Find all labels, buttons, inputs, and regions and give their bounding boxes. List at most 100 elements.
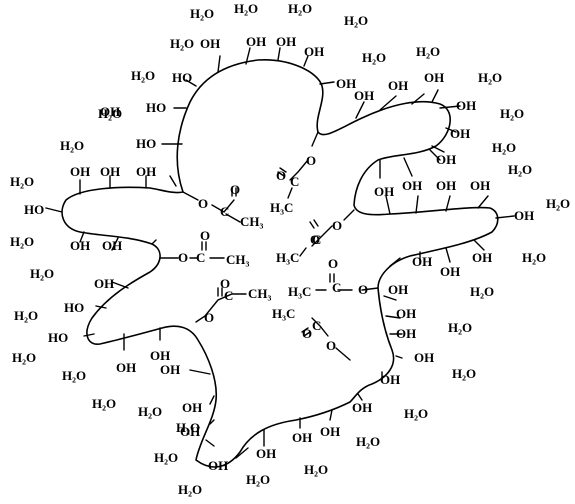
hydroxyl-group-label: OH bbox=[246, 34, 266, 49]
ester-oxygen-label: O bbox=[204, 310, 214, 325]
ester-bond-1-methyl bbox=[225, 213, 241, 223]
hydroxyl-group-label: OH bbox=[374, 184, 394, 199]
hydroxyl-group-label-left: HO bbox=[172, 70, 192, 85]
ester-bond-4-double bbox=[277, 167, 287, 177]
hydroxyl-group-label: OH bbox=[150, 348, 170, 363]
water-molecule-label: H₂O bbox=[362, 50, 386, 65]
water-molecule-label: H₂O bbox=[404, 406, 428, 421]
ester-oxygen-label: O bbox=[332, 218, 342, 233]
hydroxyl-group-label: OH bbox=[208, 458, 228, 473]
ester-bond-6-double bbox=[329, 273, 335, 283]
carbonyl-carbon-label: C bbox=[332, 280, 341, 295]
hydroxyl-group-label: OH bbox=[396, 306, 416, 321]
hydroxyl-group-label-left: HO bbox=[24, 202, 44, 217]
hydroxyl-group-label: OH bbox=[180, 424, 200, 439]
ester-oxygen-label: O bbox=[326, 338, 336, 353]
hydroxyl-group-label: OH bbox=[336, 76, 356, 91]
carbonyl-oxygen-label: O bbox=[200, 228, 210, 243]
hydroxyl-group-label-left: HO bbox=[136, 136, 156, 151]
ester-oxygen-label: O bbox=[178, 250, 188, 265]
hydroxyl-group-label: OH bbox=[94, 276, 114, 291]
ester-bond-5-double bbox=[309, 219, 319, 229]
hydroxyl-group-label-left: HO bbox=[146, 100, 166, 115]
hydroxyl-group-label: OH bbox=[436, 178, 456, 193]
hydroxyl-group-label: OH bbox=[70, 238, 90, 253]
water-molecule-label: H₂O bbox=[508, 162, 532, 177]
hydroxyl-group-label: OH bbox=[440, 264, 460, 279]
carbonyl-carbon-label: C bbox=[196, 250, 205, 265]
water-molecule-label: H₂O bbox=[470, 284, 494, 299]
water-molecule-label: H₂O bbox=[92, 396, 116, 411]
hydroxyl-group-label: OH bbox=[354, 88, 374, 103]
water-molecule-label: H₂O bbox=[12, 350, 36, 365]
methyl-group-label-left: H₃C bbox=[270, 200, 293, 215]
polymer-backbone-outline bbox=[61, 59, 499, 468]
water-molecule-label: H₂O bbox=[448, 320, 472, 335]
ester-bond-3 bbox=[195, 293, 247, 323]
water-molecule-label: H₂O bbox=[522, 250, 546, 265]
hydroxyl-group-label: OH bbox=[70, 164, 90, 179]
carbonyl-oxygen-label: O bbox=[220, 276, 230, 291]
water-molecule-label: H₂O bbox=[62, 368, 86, 383]
ester-bond-5 bbox=[311, 209, 355, 247]
water-molecule-label: H₂O bbox=[246, 472, 270, 487]
hydroxyl-group-label: OH bbox=[424, 70, 444, 85]
hydroxyl-group-label: OH bbox=[100, 104, 120, 119]
hydroxyl-group-label: OH bbox=[436, 152, 456, 167]
methyl-group-label-left: H₃C bbox=[276, 250, 299, 265]
hydroxyl-group-label: OH bbox=[256, 446, 276, 461]
hydroxyl-group-label-left: HO bbox=[64, 300, 84, 315]
ester-bond-6 bbox=[315, 287, 379, 291]
hydroxyl-group-label: OH bbox=[136, 164, 156, 179]
hydroxyl-group-label: OH bbox=[352, 400, 372, 415]
water-molecule-label: H₂O bbox=[452, 366, 476, 381]
water-molecule-label: H₂O bbox=[492, 140, 516, 155]
hydroxyl-group-label: OH bbox=[276, 34, 296, 49]
water-molecule-label: H₂O bbox=[30, 266, 54, 281]
hydroxyl-group-label: OH bbox=[472, 250, 492, 265]
water-molecule-label: H₂O bbox=[500, 106, 524, 121]
hydroxyl-group-label: OH bbox=[304, 44, 324, 59]
water-molecule-label: H₂O bbox=[416, 44, 440, 59]
water-molecule-label: H₂O bbox=[131, 68, 155, 83]
carbonyl-carbon-label: C bbox=[220, 204, 229, 219]
ester-bond-5-methyl bbox=[299, 247, 307, 257]
water-molecule-label: H₂O bbox=[98, 106, 122, 121]
carbonyl-carbon-label: C bbox=[312, 232, 321, 247]
hydroxyl-group-label: OH bbox=[470, 178, 490, 193]
carbonyl-oxygen-label: O bbox=[276, 168, 286, 183]
hydroxyl-group-label: OH bbox=[116, 360, 136, 375]
hydroxyl-bonds bbox=[45, 47, 515, 459]
hydroxyl-group-label: OH bbox=[100, 164, 120, 179]
water-molecule-label: H₂O bbox=[478, 70, 502, 85]
hydroxyl-group-label: OH bbox=[102, 238, 122, 253]
hydroxyl-group-label: OH bbox=[160, 362, 180, 377]
hydroxyl-group-label: OH bbox=[514, 208, 534, 223]
ester-bond-1b bbox=[211, 199, 235, 213]
water-molecule-label: H₂O bbox=[288, 1, 312, 16]
ester-bond-1 bbox=[182, 191, 199, 201]
methyl-group-label-left: H₃C bbox=[288, 284, 311, 299]
hydroxyl-group-label: OH bbox=[414, 350, 434, 365]
ester-bond-7 bbox=[311, 317, 351, 361]
ester-bond-4-methyl bbox=[287, 187, 293, 199]
hydroxyl-group-label: OH bbox=[456, 98, 476, 113]
ester-bond-1-double bbox=[231, 187, 237, 197]
water-molecule-label: H₂O bbox=[234, 1, 258, 16]
carbonyl-carbon-label: C bbox=[290, 174, 299, 189]
water-molecule-label: H₂O bbox=[344, 13, 368, 28]
hydroxyl-group-label: OH bbox=[200, 36, 220, 51]
hydroxyl-group-label: OH bbox=[320, 424, 340, 439]
water-molecule-label: H₂O bbox=[14, 308, 38, 323]
carbonyl-oxygen-label: O bbox=[310, 232, 320, 247]
water-molecule-label: H₂O bbox=[304, 462, 328, 477]
water-molecule-label: H₂O bbox=[546, 196, 570, 211]
ester-oxygen-label: O bbox=[358, 282, 368, 297]
water-molecule-label: H₂O bbox=[10, 234, 34, 249]
hydroxyl-group-label: OH bbox=[388, 282, 408, 297]
hydroxyl-group-label: OH bbox=[292, 430, 312, 445]
hydroxyl-group-label: OH bbox=[388, 78, 408, 93]
hydroxyl-group-label: OH bbox=[402, 178, 422, 193]
